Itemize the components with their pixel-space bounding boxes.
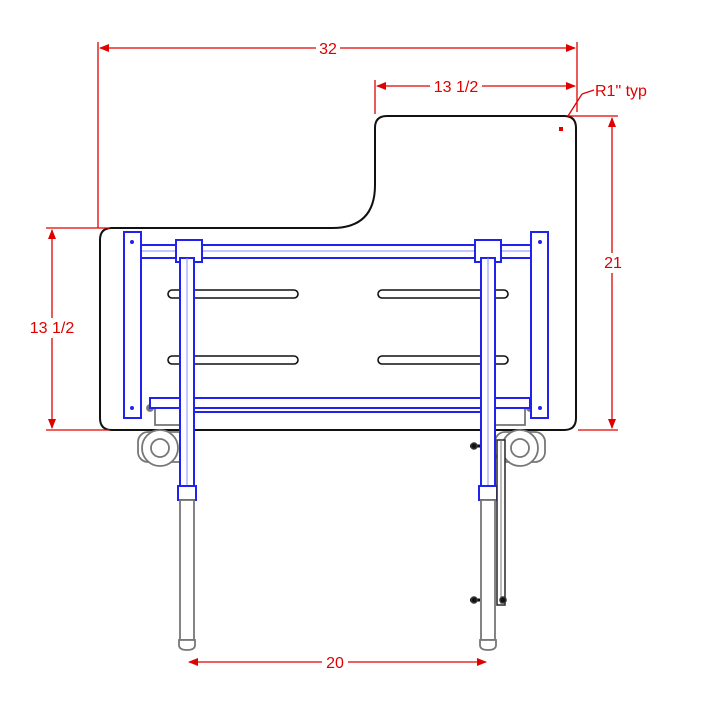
leg-collar-right: [478, 485, 498, 501]
frame-lower-rail: [149, 397, 531, 409]
dimension-labels: 32 13 1/2 R1" typ 21 13 1/2 20: [26, 38, 647, 672]
side-plate-right: [530, 231, 549, 419]
foot-right: [479, 639, 497, 651]
radius-marker: [559, 127, 563, 131]
side-brace: [470, 439, 507, 606]
lower-legs: [178, 499, 497, 651]
seat-slots: [167, 289, 509, 365]
label-overall-depth: 21: [604, 255, 622, 272]
slot-lower-right: [377, 355, 509, 365]
slot-upper-left: [167, 289, 299, 299]
seat-outline: [99, 115, 577, 431]
seat-frame: [123, 231, 549, 501]
label-seat-depth: 13 1/2: [30, 320, 75, 337]
leg-lower-right: [480, 499, 496, 641]
label-cutout-width: 13 1/2: [434, 79, 479, 96]
foot-left: [178, 639, 196, 651]
side-plate-left: [123, 231, 142, 419]
label-corner-radius: R1" typ: [595, 83, 647, 100]
label-overall-width: 32: [319, 41, 337, 58]
leg-collar-left: [177, 485, 197, 501]
radius-leader: [567, 93, 583, 117]
leg-lower-left: [179, 499, 195, 641]
slot-lower-left: [167, 355, 299, 365]
frame-screws: [130, 240, 542, 410]
wall-bracket-left: [137, 402, 189, 467]
slot-upper-right: [377, 289, 509, 299]
label-leg-spacing: 20: [326, 655, 344, 672]
